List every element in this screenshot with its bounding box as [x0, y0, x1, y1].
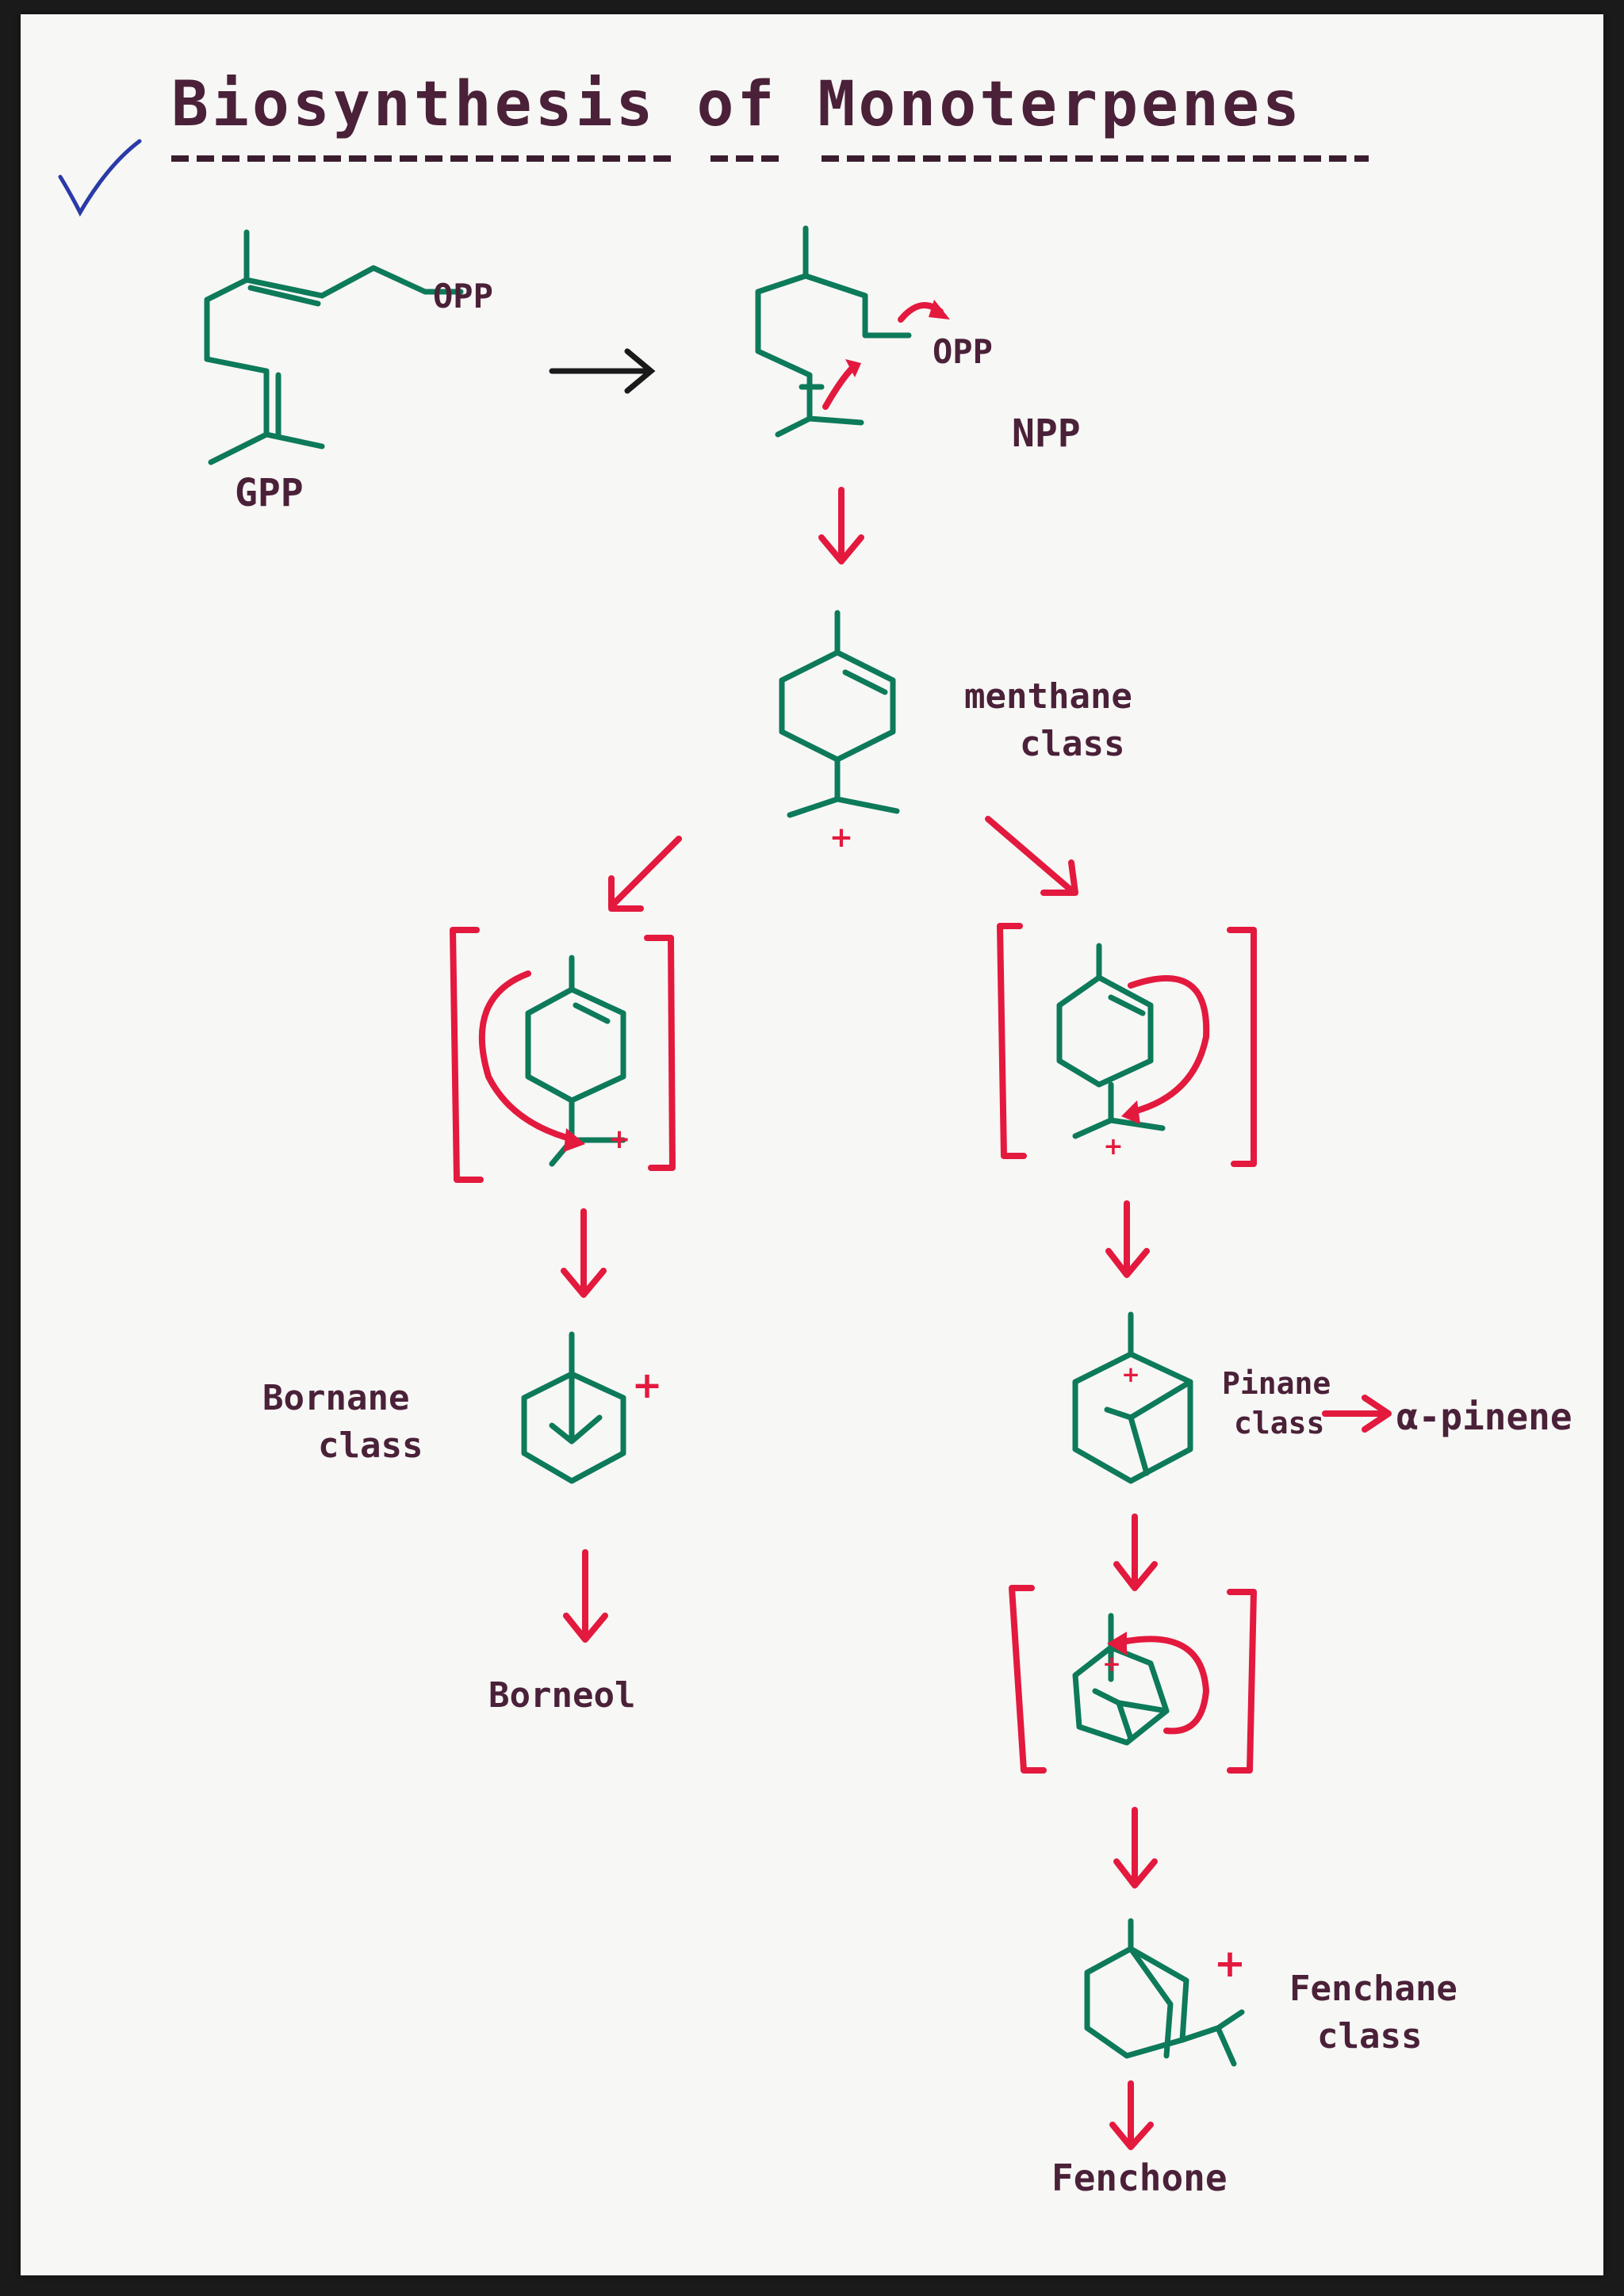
fenchane-curved-arrow	[1112, 1636, 1209, 1735]
pinane-structure	[1072, 1311, 1193, 1484]
alpha-pinene-label: α-pinene	[1396, 1395, 1572, 1438]
left-curved-arrow	[478, 970, 579, 1143]
npp-arrowhead-2	[845, 359, 861, 377]
bornane-label-line2: class	[318, 1425, 423, 1466]
fenchone-label: Fenchone	[1051, 2156, 1228, 2199]
npp-structure	[755, 225, 912, 438]
pinane-label-line1: Pinane	[1222, 1366, 1331, 1401]
pinane-label-line2: class	[1234, 1406, 1324, 1441]
menthane-to-right-arrow	[985, 816, 1078, 896]
gpp-structure	[204, 229, 464, 465]
menthane-label-line2: class	[1020, 724, 1124, 764]
fenchane-intermediate-bracket	[1009, 1585, 1257, 1774]
to-bornane-arrow	[561, 1208, 607, 1298]
to-fenchane-intermediate-arrow	[1113, 1513, 1158, 1591]
to-borneol-arrow	[563, 1549, 608, 1643]
to-fenchone-arrow	[1109, 2080, 1154, 2150]
fenchane-intermediate-structure	[1072, 1613, 1170, 1746]
fenchane-label-line2: class	[1317, 2016, 1422, 2057]
npp-arrowhead-1	[929, 300, 950, 320]
page-title: Biosynthesis of Monoterpenes	[171, 69, 1303, 140]
borneol-label: Borneol	[488, 1675, 635, 1716]
to-pinane-arrow	[1105, 1200, 1150, 1278]
to-alpha-pinene-arrow	[1322, 1395, 1392, 1433]
gpp-label: GPP	[235, 471, 304, 515]
right-intermediate-structure	[1056, 943, 1166, 1139]
menthane-to-left-arrow	[608, 836, 682, 912]
npp-opp-label: OPP	[933, 332, 993, 371]
fenchane-intermediate-plus: +	[1102, 1651, 1120, 1677]
fenchane-label-line1: Fenchane	[1289, 1969, 1457, 2009]
npp-curved-arrow-2	[822, 364, 856, 410]
bornane-label-line1: Bornane	[262, 1378, 409, 1418]
gpp-opp-label: OPP	[433, 277, 493, 316]
bornane-cation-plus: +	[632, 1364, 663, 1406]
right-intermediate-plus: +	[1103, 1133, 1123, 1161]
menthane-label-line1: menthane	[964, 676, 1132, 717]
to-fenchane-arrow	[1113, 1807, 1158, 1888]
npp-to-menthane-arrow	[818, 487, 864, 564]
check-mark-icon	[58, 139, 142, 217]
fenchane-structure	[1084, 1918, 1245, 2067]
menthane-structure	[779, 610, 900, 818]
fenchane-cation-plus: +	[1214, 1942, 1246, 1986]
gpp-to-npp-arrow	[549, 348, 656, 394]
pinane-cation-plus: +	[1121, 1361, 1139, 1387]
right-intermediate-bracket	[997, 923, 1257, 1167]
bornane-structure	[521, 1331, 626, 1484]
left-curved-arrowhead	[564, 1128, 585, 1152]
fenchane-curved-arrowhead	[1107, 1632, 1127, 1655]
npp-label: NPP	[1012, 411, 1081, 456]
left-intermediate-plus: +	[608, 1123, 631, 1155]
menthane-cation-plus: +	[829, 821, 853, 854]
left-intermediate-bracket	[450, 927, 676, 1183]
right-curved-arrow	[1128, 975, 1210, 1115]
notebook-page: Biosynthesis of Monoterpenes OPP GPP OPP…	[21, 14, 1603, 2275]
biosynthesis-diagram: Biosynthesis of Monoterpenes OPP GPP OPP…	[58, 69, 1572, 2199]
right-curved-arrowhead	[1121, 1100, 1140, 1124]
